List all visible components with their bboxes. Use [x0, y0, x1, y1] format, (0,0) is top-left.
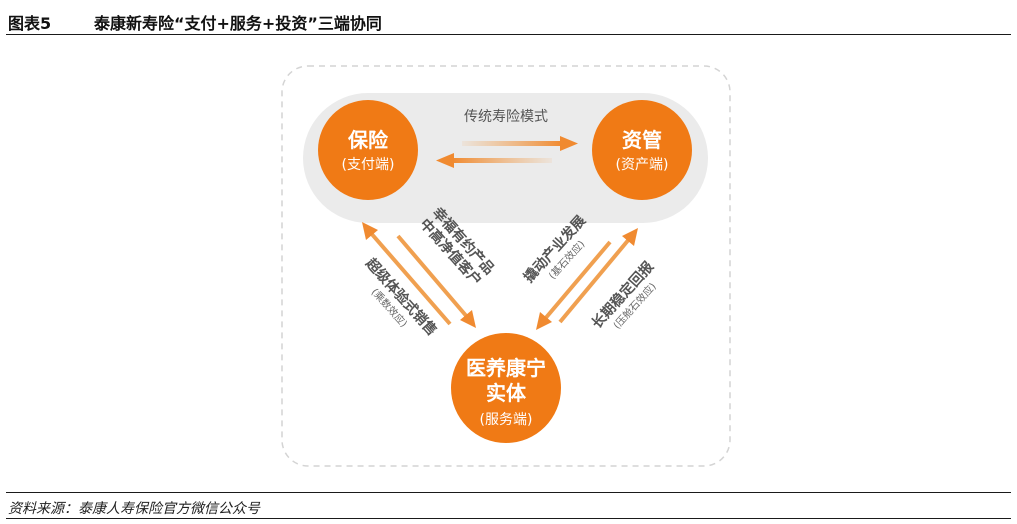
node-asset: 资管 (资产端): [592, 100, 692, 200]
node-care-line1: 医养康宁: [466, 356, 546, 380]
arrow-left-to-care: [396, 234, 476, 328]
figure-number: 图表5: [8, 14, 52, 33]
arrow-right-to-care: [536, 240, 612, 330]
node-care: 医养康宁 实体 (服务端): [451, 333, 561, 443]
top-label: 传统寿险模式: [464, 108, 548, 125]
footer-divider-bottom: [6, 518, 1011, 519]
node-care-sub: (服务端): [480, 412, 533, 428]
arrow-to-insurance: [436, 153, 552, 168]
source-note: 资料来源：泰康人寿保险官方微信公众号: [8, 501, 260, 517]
node-care-line2: 实体: [486, 381, 527, 405]
node-insurance: 保险 (支付端): [318, 100, 418, 200]
node-insurance-main: 保险: [347, 128, 389, 152]
node-asset-main: 资管: [622, 128, 662, 152]
arrow-right-to-asset: [558, 228, 638, 324]
arrow-to-asset: [462, 136, 578, 151]
figure-header: 图表5 泰康新寿险“支付+服务+投资”三端协同: [6, 6, 1011, 35]
node-insurance-sub: (支付端): [342, 157, 395, 173]
footer-divider: [6, 492, 1011, 493]
node-asset-sub: (资产端): [616, 157, 669, 173]
arrow-left-to-insurance: [362, 222, 452, 326]
figure-title: 泰康新寿险“支付+服务+投资”三端协同: [94, 14, 382, 33]
